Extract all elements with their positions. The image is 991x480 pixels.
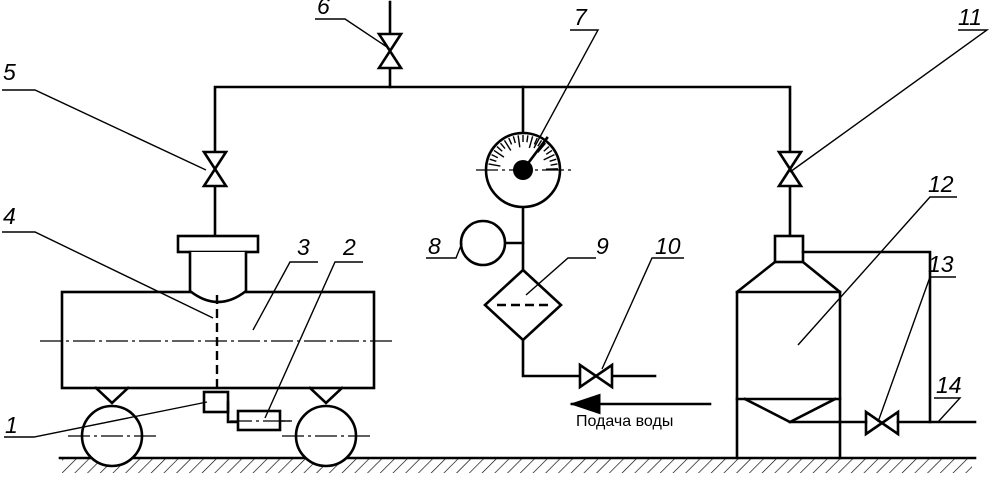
valve-13	[864, 409, 900, 437]
gauge-scale-tick	[488, 163, 501, 167]
label-8: 8	[428, 233, 441, 259]
separator-vessel	[735, 234, 977, 460]
gauge-scale-tick	[537, 142, 547, 153]
label-6: 6	[317, 0, 330, 19]
left-wheel	[68, 386, 158, 468]
gauge-scale-tick	[550, 163, 558, 166]
number-labels: 5 6 7 11 4 3 2 1 8 9 10 12 13 14	[3, 0, 982, 438]
gauge-scale-tick	[549, 158, 557, 163]
gauge-scale-tick	[496, 146, 503, 152]
gauge-scale-tick	[526, 135, 529, 143]
label-5: 5	[3, 59, 16, 85]
gauge-scale-tick	[491, 154, 499, 159]
gauge-scale-tick	[543, 154, 555, 161]
valve-5	[201, 150, 229, 188]
valve-6	[376, 32, 404, 70]
gauge-scale-tick	[508, 137, 513, 145]
gauge-scale-tick	[528, 136, 534, 149]
bottom-drain-valve	[202, 390, 230, 414]
gauge-scale-tick	[503, 139, 512, 151]
gauge-scale-tick	[545, 149, 553, 155]
tank-car	[40, 234, 396, 468]
label-2: 2	[342, 234, 356, 260]
leader-lines	[2, 18, 990, 438]
gauge-scale-tick	[499, 142, 506, 150]
valve-11	[776, 150, 804, 188]
gauge-scale-tick	[512, 136, 516, 144]
label-11: 11	[958, 4, 982, 30]
gauge-scale-tick	[489, 158, 497, 163]
gauge-scale-tick	[537, 139, 543, 147]
label-10: 10	[655, 233, 681, 259]
gauge-scale-tick	[493, 149, 505, 158]
gauge-8	[459, 219, 507, 267]
tank-dome	[188, 250, 248, 304]
right-wheel	[282, 386, 372, 468]
gauge-scale-tick	[533, 137, 538, 145]
gauge-scale-tick	[543, 146, 550, 152]
label-9: 9	[596, 233, 609, 259]
ground	[58, 456, 977, 473]
label-12: 12	[928, 171, 954, 197]
label-3: 3	[297, 234, 310, 260]
pressure-gauge	[476, 131, 572, 209]
label-7: 7	[574, 4, 588, 30]
water-supply: Подача воды	[569, 393, 712, 430]
label-1: 1	[5, 412, 18, 438]
label-13: 13	[928, 251, 954, 277]
filter	[483, 268, 563, 342]
gauge-scale-tick	[517, 135, 521, 148]
label-14: 14	[936, 372, 962, 398]
water-supply-caption: Подача воды	[576, 413, 673, 430]
label-4: 4	[3, 203, 16, 229]
valve-10	[578, 362, 614, 390]
